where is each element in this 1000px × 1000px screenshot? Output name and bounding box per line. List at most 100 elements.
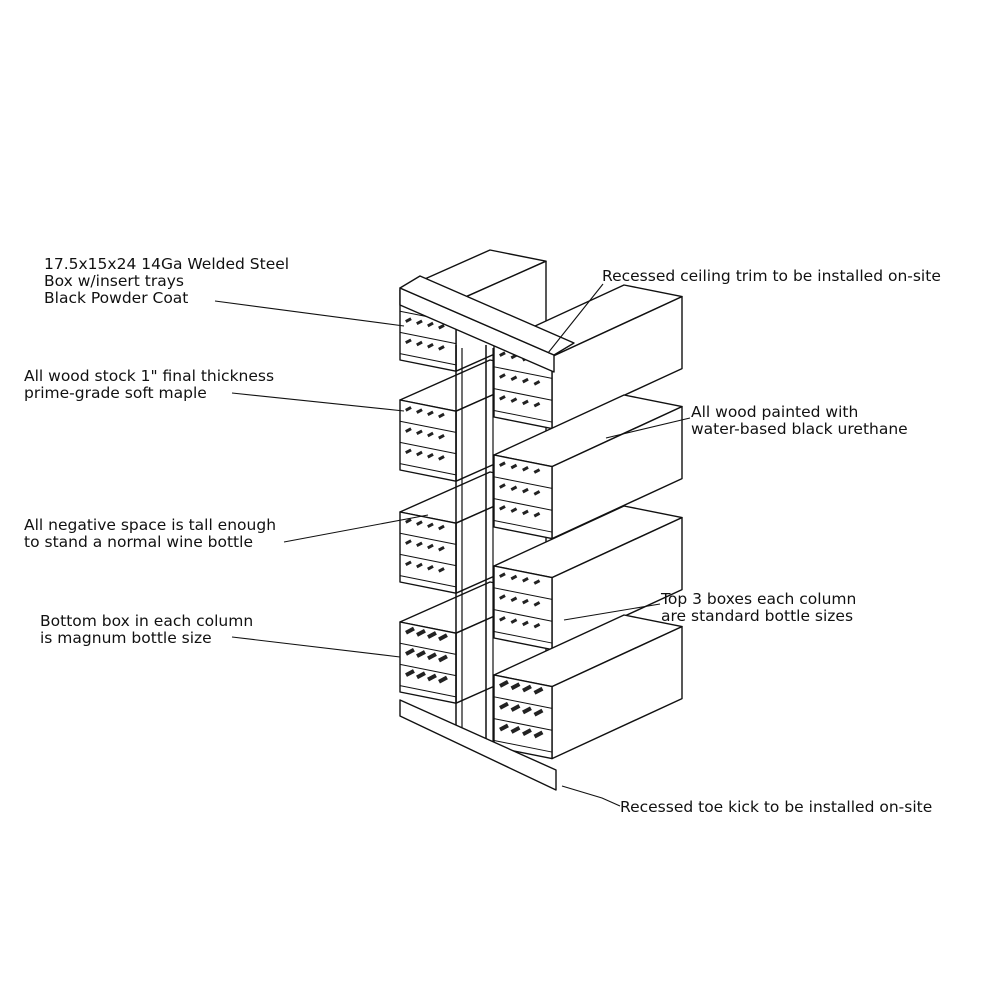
left-box-2-bottle-slot	[438, 433, 445, 440]
right-box-3-bottle-slot	[533, 579, 541, 585]
left-box-3-bottle-slot	[416, 541, 423, 548]
right-box-3-bottle-slot	[510, 618, 518, 624]
left-box-3-bottle-slot	[416, 562, 423, 569]
right-box-4	[493, 614, 683, 760]
right-box-2-bottle-slot	[522, 509, 529, 516]
right-box-2-bottle-slot	[533, 490, 541, 496]
callout-negative-space-line-1: All negative space is tall enough	[24, 516, 277, 534]
left-box-3-bottle-slot	[438, 545, 445, 552]
right-box-4-front	[493, 674, 553, 760]
right-box-1-bottle-slot	[499, 351, 506, 357]
right-box-3-bottle-slot	[510, 574, 518, 581]
callout-steel-box-line-3: Black Powder Coat	[44, 289, 189, 307]
right-box-1-bottle-slot	[522, 399, 529, 406]
left-box-1-bottle-slot	[405, 338, 412, 345]
leader-toe-kick	[561, 785, 621, 807]
callout-ceiling-trim-line-1: Recessed ceiling trim to be installed on…	[602, 267, 941, 285]
left-box-4-bottle-slot	[438, 675, 448, 684]
right-box-2-shelf	[493, 519, 553, 533]
ceiling-trim-top	[399, 275, 575, 356]
callout-bottom-box: Bottom box in each column is magnum bott…	[40, 613, 253, 647]
right-box-4-bottle-slot	[499, 680, 509, 688]
leader-wood-stock	[231, 392, 405, 412]
left-box-1-bottle-slot	[405, 317, 412, 323]
leader-negative-space	[283, 514, 429, 543]
left-box-3-bottle-slot	[416, 520, 423, 526]
right-box-3-bottle-slot	[533, 601, 541, 607]
right-box-3-bottle-slot	[522, 598, 529, 605]
left-box-2-shelf	[399, 420, 457, 433]
callout-steel-box: 17.5x15x24 14Ga Welded Steel Box w/inser…	[44, 256, 289, 307]
right-box-4-bottle-slot	[499, 723, 509, 732]
left-box-1-bottle-slot	[427, 321, 434, 328]
right-box-1-bottle-slot	[499, 373, 506, 379]
left-box-3-bottle-slot	[427, 564, 434, 571]
left-box-4-bottle-slot	[405, 669, 415, 677]
right-box-4-bottle-slot	[522, 728, 532, 737]
right-box-2-bottle-slot	[510, 507, 518, 513]
left-box-2-bottle-slot	[427, 431, 434, 438]
right-box-2-bottle-slot	[499, 461, 506, 467]
left-box-3-bottle-slot	[427, 543, 434, 550]
callout-top-boxes-line-1: Top 3 boxes each column	[661, 590, 857, 608]
left-box-4-shelf	[399, 663, 457, 677]
left-box-2-bottle-slot	[405, 406, 412, 412]
left-box-3-shelf	[399, 532, 457, 545]
right-box-1-shelf	[493, 388, 553, 401]
right-box-4-bottle-slot	[510, 725, 521, 734]
left-box-4-bottle-slot	[438, 633, 448, 642]
callout-negative-space-line-2: to stand a normal wine bottle	[24, 533, 253, 551]
left-box-2-bottle-slot	[438, 412, 445, 419]
right-box-3-shelf	[493, 630, 553, 644]
callout-top-boxes: Top 3 boxes each column are standard bot…	[661, 591, 856, 625]
left-box-2-bottle-slot	[416, 408, 423, 414]
leader-paint	[605, 417, 691, 439]
right-box-3-bottle-slot	[522, 577, 529, 583]
callout-ceiling-trim: Recessed ceiling trim to be installed on…	[602, 268, 941, 285]
right-box-1-bottle-slot	[522, 377, 529, 384]
callout-paint-line-2: water-based black urethane	[691, 420, 908, 438]
left-box-3-bottle-slot	[438, 567, 445, 573]
toe-kick	[399, 699, 557, 791]
right-box-4-shelf	[493, 718, 553, 731]
right-box-3-bottle-slot	[499, 572, 506, 578]
left-box-2-bottle-slot	[416, 429, 423, 436]
right-box-1-bottle-slot	[499, 395, 506, 401]
right-box-2-bottle-slot	[522, 466, 529, 472]
right-box-2-shelf	[493, 476, 553, 489]
left-box-2-shelf	[399, 441, 457, 455]
right-box-3-bottle-slot	[499, 616, 506, 622]
left-box-2-bottle-slot	[416, 450, 423, 457]
callout-bottom-box-line-2: is magnum bottle size	[40, 629, 212, 647]
leader-steel-box	[214, 300, 405, 327]
left-box-4-shelf	[399, 685, 457, 698]
left-box-1-shelf	[399, 353, 457, 366]
callout-wood-stock-line-2: prime-grade soft maple	[24, 384, 207, 402]
left-box-1-bottle-slot	[427, 342, 434, 349]
left-box-3-bottle-slot	[405, 539, 412, 545]
right-box-1-bottle-slot	[510, 397, 518, 403]
right-box-2-bottle-slot	[533, 511, 541, 518]
right-box-1-shelf	[493, 366, 553, 379]
callout-steel-box-line-2: Box w/insert trays	[44, 272, 184, 290]
callout-toe-kick-line-1: Recessed toe kick to be installed on-sit…	[620, 798, 933, 816]
callout-steel-box-line-1: 17.5x15x24 14Ga Welded Steel	[44, 255, 290, 273]
left-box-4-bottle-slot	[416, 628, 426, 637]
right-box-4-bottle-slot	[510, 682, 521, 691]
left-box-1-bottle-slot	[438, 345, 445, 351]
right-box-2-bottle-slot	[522, 487, 529, 494]
right-box-3-bottle-slot	[533, 622, 541, 629]
left-box-1-bottle-slot	[416, 340, 423, 347]
left-box-2-bottle-slot	[427, 410, 434, 417]
left-box-4-bottle-slot	[427, 652, 437, 661]
right-box-3-shelf	[493, 587, 553, 600]
right-box-1-bottle-slot	[533, 401, 541, 408]
left-box-2-bottle-slot	[438, 455, 445, 461]
left-box-3-shelf	[399, 575, 457, 588]
left-box-4-bottle-slot	[427, 673, 437, 682]
right-box-1-bottle-slot	[533, 380, 541, 386]
callout-wood-stock-line-1: All wood stock 1" final thickness	[24, 367, 275, 385]
right-box-3-bottle-slot	[499, 594, 506, 600]
left-box-4-bottle-slot	[405, 647, 415, 656]
